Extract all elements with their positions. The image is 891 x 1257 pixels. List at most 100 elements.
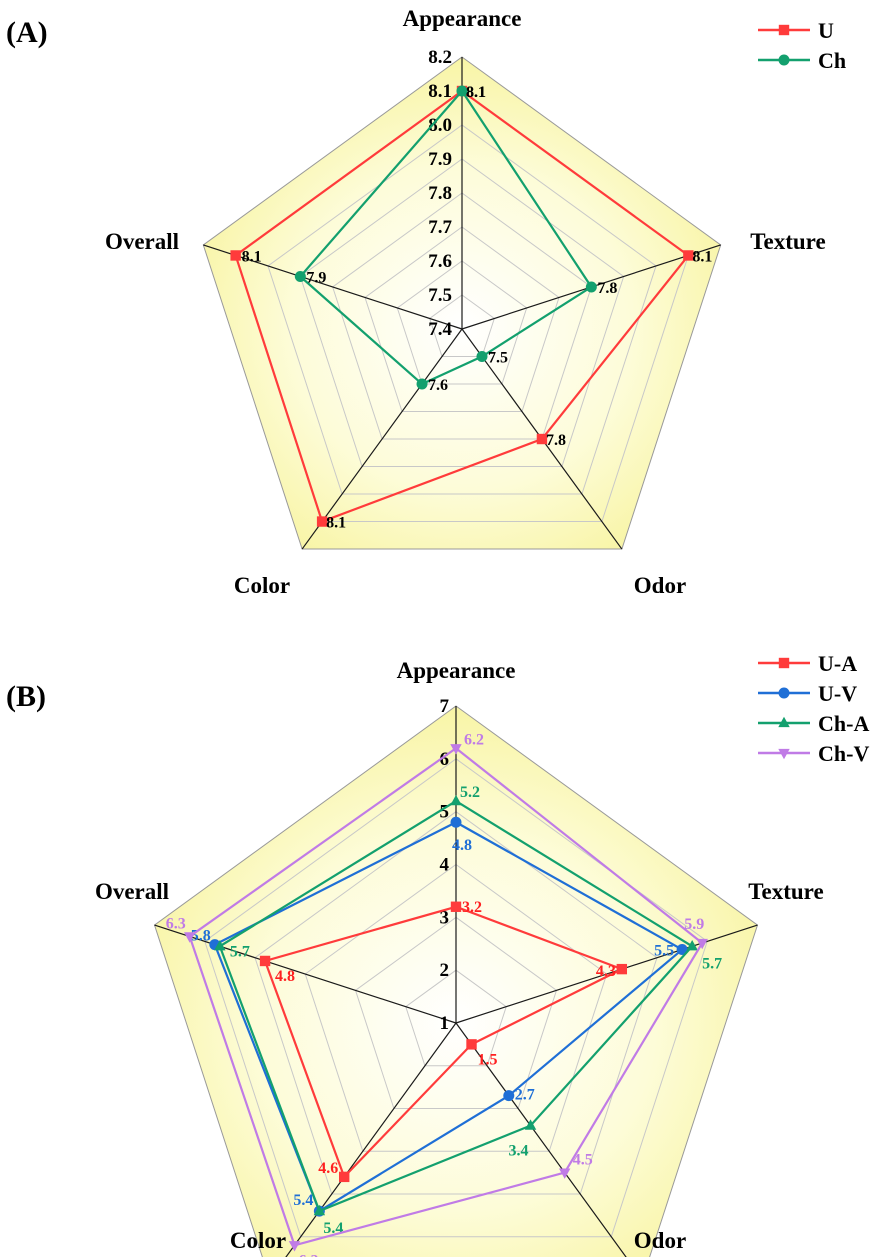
data-label: 8.1 (466, 84, 486, 101)
grid-ring (332, 192, 592, 440)
legend-marker (778, 687, 790, 699)
data-label: 5.5 (654, 943, 674, 960)
data-point (288, 1241, 301, 1252)
series-line (234, 89, 690, 523)
data-label: 5.7 (230, 943, 250, 960)
axis-label-overall: Overall (105, 229, 179, 254)
axis-label-appearance: Appearance (403, 6, 522, 31)
data-point (558, 1168, 571, 1179)
data-label: 8.1 (326, 515, 346, 532)
data-label: 5.2 (460, 784, 480, 801)
legend-marker (778, 716, 790, 728)
series-line (298, 89, 593, 386)
legend-item-ch-v: Ch-V (758, 741, 869, 766)
data-label: 4.8 (275, 968, 295, 985)
legend-label: Ch-A (818, 711, 869, 736)
tick-label: 8.1 (428, 81, 452, 102)
legend-item-ch: Ch (758, 48, 846, 73)
axis-spoke (455, 1022, 627, 1257)
data-point (183, 932, 196, 943)
tick-label: 2 (440, 960, 450, 981)
data-label: 8.1 (466, 84, 486, 101)
series-ch: 8.17.87.57.67.9 (294, 84, 617, 394)
data-point (456, 85, 468, 97)
axis-label-overall: Overall (95, 879, 169, 904)
data-label: 6.2 (464, 731, 484, 748)
data-point (450, 744, 462, 755)
grid-ring (267, 124, 657, 495)
tick-label: 5 (440, 802, 450, 823)
data-point (696, 938, 708, 950)
data-label: 4.8 (452, 837, 472, 854)
series-ch-a: 5.25.73.45.45.7 (214, 784, 722, 1237)
data-label: 4.5 (573, 1152, 593, 1169)
data-point (450, 794, 462, 806)
tick-label: 4 (440, 855, 450, 876)
data-label: 5.8 (191, 928, 211, 945)
axis-label-odor: Odor (634, 573, 686, 598)
data-label: 7.6 (428, 377, 448, 394)
tick-label: 7.7 (428, 217, 452, 238)
grid-ring (429, 294, 495, 358)
tick-label: 7.4 (428, 319, 452, 340)
tick-label: 1 (440, 1013, 450, 1034)
data-point (585, 281, 597, 293)
data-label: 3.4 (509, 1143, 529, 1160)
data-point (313, 1204, 326, 1216)
series-u-a: 3.24.31.54.64.8 (259, 899, 628, 1183)
data-label: 5.4 (293, 1192, 313, 1209)
legend-label: Ch (818, 48, 846, 73)
axis-label-color: Color (230, 1228, 286, 1253)
grid-ring (299, 158, 625, 468)
data-point (450, 901, 462, 912)
tick-label: 7.5 (428, 285, 452, 306)
data-label: 1.5 (478, 1051, 498, 1068)
data-point (536, 433, 548, 445)
data-point (686, 940, 698, 951)
radar-chart-a: 7.47.57.67.77.87.98.08.18.2AppearanceTex… (6, 6, 846, 598)
axis-label-odor: Odor (634, 1228, 686, 1253)
legend-item-u-v: U-V (758, 681, 857, 706)
data-point (503, 1090, 515, 1102)
tick-label: 7.6 (428, 251, 452, 272)
panel-label: (A) (6, 16, 48, 49)
axis-label-color: Color (234, 573, 290, 598)
series-line (218, 799, 694, 1213)
data-point (683, 250, 694, 261)
data-point (416, 378, 428, 390)
axis-label-appearance: Appearance (397, 658, 516, 683)
data-point (466, 1039, 477, 1050)
data-label: 7.8 (546, 432, 566, 449)
data-point (214, 940, 226, 951)
axis-spoke (285, 1022, 457, 1257)
legend-label: U-V (818, 681, 857, 706)
legend-item-ch-a: Ch-A (758, 711, 869, 736)
legend-marker (778, 748, 790, 760)
legend-item-u: U (758, 18, 834, 43)
data-label: 5.9 (684, 916, 704, 933)
data-point (524, 1119, 537, 1130)
legend-marker (778, 24, 790, 36)
series-line (188, 746, 704, 1247)
data-point (230, 250, 241, 261)
data-point (476, 351, 488, 363)
grid-ring (304, 863, 608, 1152)
legend-item-u-a: U-A (758, 651, 857, 676)
tick-label: 8.2 (428, 47, 452, 68)
axis-spoke (455, 924, 758, 1024)
series-ch-v: 6.25.94.56.26.3 (166, 731, 708, 1257)
tick-label: 6 (440, 749, 450, 770)
legend-label: Ch-V (818, 741, 869, 766)
data-label: 2.7 (515, 1087, 535, 1104)
data-label: 8.1 (242, 248, 262, 265)
axis-spoke (301, 328, 463, 550)
tick-label: 7.9 (428, 149, 452, 170)
data-label: 7.9 (306, 269, 326, 286)
axis-label-texture: Texture (748, 879, 823, 904)
tick-label: 7 (440, 696, 450, 717)
data-label: 6.3 (166, 915, 186, 932)
tick-label: 3 (440, 907, 450, 928)
axis-spoke (154, 924, 457, 1024)
data-label: 8.1 (692, 248, 712, 265)
